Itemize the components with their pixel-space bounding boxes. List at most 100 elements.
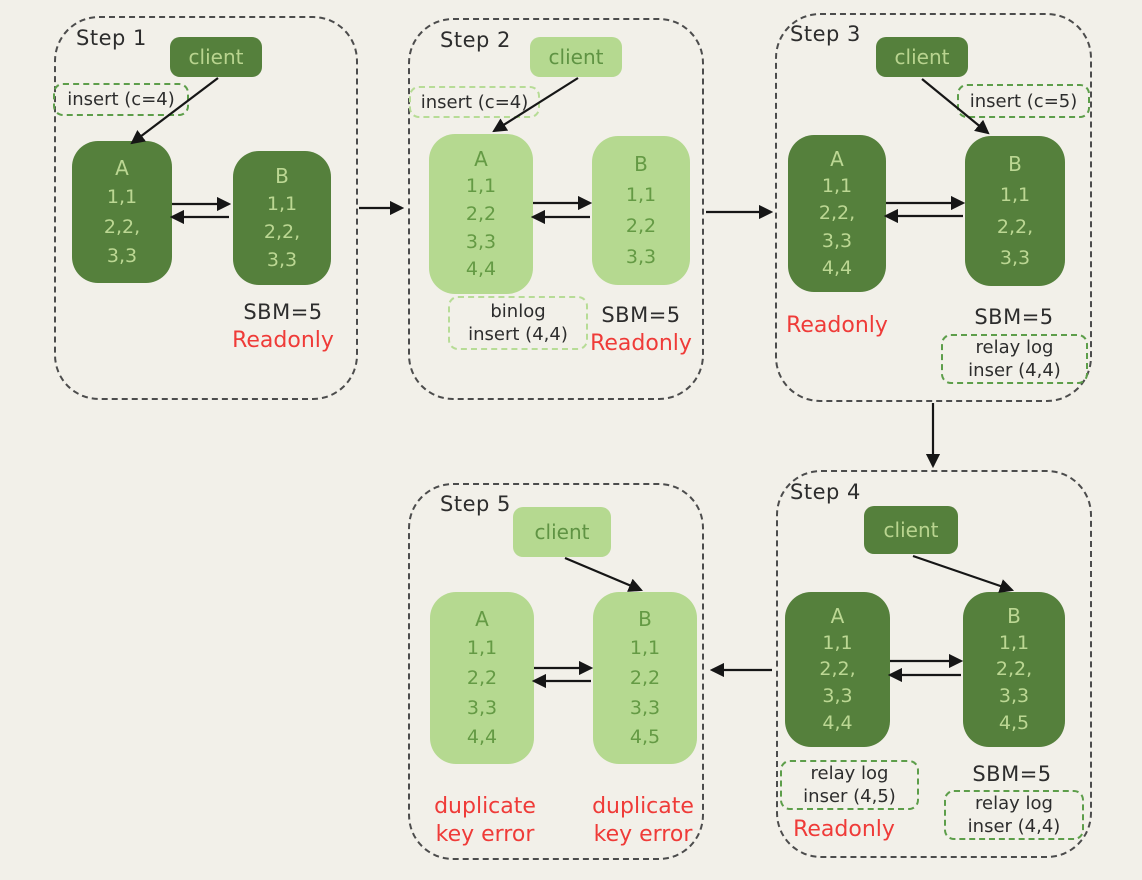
- step-3-insert-tag: insert (c=5): [957, 84, 1090, 118]
- step-1-insert-tag: insert (c=4): [53, 83, 189, 116]
- node-b-row: 1,1: [629, 637, 661, 660]
- node-a-row: 3,3: [821, 229, 853, 252]
- step-2-client-node: client: [530, 37, 622, 77]
- step-2-title: Step 2: [440, 28, 511, 52]
- node-b-row: 3,3: [625, 246, 657, 268]
- step-3-client-node: client: [876, 37, 968, 77]
- step-4-sbm-label: SBM=5: [972, 762, 1052, 786]
- step-4-node-a: A 1,1 2,2, 3,3 4,4: [785, 592, 890, 747]
- node-b-row: 3,3: [266, 249, 298, 271]
- step-5-error-b-label: duplicate key error: [588, 793, 698, 849]
- node-b-row: 4,5: [629, 726, 661, 749]
- step-2-node-a: A 1,1 2,2 3,3 4,4: [429, 134, 533, 294]
- error-b-line2: key error: [593, 822, 693, 847]
- step-1-sbm-label: SBM=5: [243, 300, 323, 324]
- node-a-title: A: [830, 603, 845, 628]
- node-b-title: B: [634, 152, 648, 176]
- step-3-node-a: A 1,1 2,2, 3,3 4,4: [788, 135, 886, 292]
- step-4-readonly-label: Readonly: [793, 817, 895, 842]
- node-a-row: 1,1: [106, 186, 138, 209]
- step-4-client-node: client: [864, 506, 958, 554]
- step-4-relay-log-b-tag: relay log inser (4,4): [944, 790, 1084, 840]
- step-5-node-a: A 1,1 2,2 3,3 4,4: [430, 592, 534, 764]
- step-4-relay-a-line2: inser (4,5): [803, 786, 896, 807]
- node-a-row: 3,3: [822, 685, 853, 708]
- step-1-node-a: A 1,1 2,2, 3,3: [72, 141, 172, 283]
- node-a-title: A: [115, 155, 129, 180]
- step-4-relay-log-a-tag: relay log inser (4,5): [780, 760, 919, 810]
- step-5-title: Step 5: [440, 492, 511, 516]
- node-b-row: 1,1: [625, 184, 657, 206]
- node-a-row: 1,1: [465, 175, 497, 198]
- node-a-row: 3,3: [106, 245, 138, 268]
- step-2-readonly-label: Readonly: [590, 331, 692, 356]
- step-1-readonly-label: Readonly: [232, 328, 334, 353]
- step-2-binlog-line2: insert (4,4): [468, 324, 568, 345]
- step-1-client-node: client: [170, 37, 262, 77]
- node-a-row: 4,4: [822, 712, 853, 735]
- step-2-sbm-label: SBM=5: [601, 303, 681, 327]
- step-3-relay-log-tag: relay log inser (4,4): [941, 334, 1088, 384]
- step-3-relay-line1: relay log: [975, 337, 1054, 358]
- node-a-row: 2,2,: [819, 658, 856, 681]
- node-b-row: 4,5: [998, 712, 1030, 735]
- node-a-title: A: [830, 147, 844, 172]
- node-b-row: 1,1: [998, 631, 1030, 654]
- node-b-row: 2,2: [629, 666, 661, 689]
- node-a-row: 1,1: [466, 637, 498, 660]
- node-b-title: B: [638, 606, 652, 631]
- step-1-insert-label: insert (c=4): [67, 89, 175, 110]
- step-3-title: Step 3: [790, 22, 861, 46]
- node-a-row: 4,4: [465, 258, 497, 281]
- error-b-line1: duplicate: [592, 794, 694, 819]
- step-3-node-b: B 1,1 2,2, 3,3: [965, 136, 1065, 286]
- step-3-insert-label: insert (c=5): [969, 90, 1078, 112]
- node-b-title: B: [1007, 603, 1021, 628]
- step-4-box: [776, 470, 1092, 858]
- step-4-relay-b-line2: inser (4,4): [967, 816, 1061, 837]
- step-3-sbm-label: SBM=5: [974, 305, 1054, 329]
- step-2-insert-label: insert (c=4): [420, 91, 529, 113]
- node-a-row: 4,4: [466, 726, 498, 749]
- node-b-row: 3,3: [998, 685, 1030, 708]
- node-b-row: 3,3: [999, 246, 1031, 269]
- node-b-row: 3,3: [629, 696, 661, 719]
- step-3-relay-line2: inser (4,4): [968, 360, 1061, 381]
- node-a-row: 4,4: [821, 256, 853, 279]
- error-a-line1: duplicate: [434, 794, 536, 819]
- node-a-row: 2,2,: [103, 215, 141, 238]
- node-b-row: 1,1: [999, 184, 1031, 207]
- step-2-binlog-tag: binlog insert (4,4): [448, 296, 588, 350]
- step-4-node-b: B 1,1 2,2, 3,3 4,5: [963, 592, 1065, 747]
- node-a-row: 3,3: [465, 230, 497, 253]
- error-a-line2: key error: [435, 822, 535, 847]
- step-5-error-a-label: duplicate key error: [430, 793, 540, 849]
- node-b-row: 2,2: [625, 215, 657, 237]
- node-b-row: 2,2,: [995, 658, 1033, 681]
- node-a-title: A: [474, 146, 488, 171]
- node-a-row: 1,1: [821, 175, 853, 198]
- step-5-client-node: client: [513, 507, 611, 557]
- node-a-row: 2,2: [466, 666, 498, 689]
- step-3-box: [775, 13, 1092, 402]
- step-2-insert-tag: insert (c=4): [409, 86, 540, 118]
- node-a-row: 3,3: [466, 696, 498, 719]
- step-2-binlog-line1: binlog: [490, 301, 546, 322]
- step-4-relay-b-line1: relay log: [975, 793, 1053, 814]
- step-1-node-b: B 1,1 2,2, 3,3: [233, 151, 331, 285]
- node-b-title: B: [275, 164, 289, 188]
- node-b-row: 1,1: [266, 193, 298, 215]
- node-a-row: 1,1: [822, 631, 853, 654]
- step-4-relay-a-line1: relay log: [810, 763, 889, 784]
- step-4-title: Step 4: [790, 480, 861, 504]
- node-a-title: A: [475, 606, 489, 631]
- step-5-node-b: B 1,1 2,2 3,3 4,5: [593, 592, 697, 764]
- node-a-row: 2,2,: [818, 202, 856, 225]
- step-2-box: [408, 18, 704, 400]
- node-b-title: B: [1008, 152, 1022, 177]
- step-2-node-b: B 1,1 2,2 3,3: [592, 136, 690, 285]
- step-3-readonly-label: Readonly: [786, 313, 888, 338]
- node-b-row: 2,2,: [996, 215, 1034, 238]
- node-b-row: 2,2,: [263, 221, 301, 243]
